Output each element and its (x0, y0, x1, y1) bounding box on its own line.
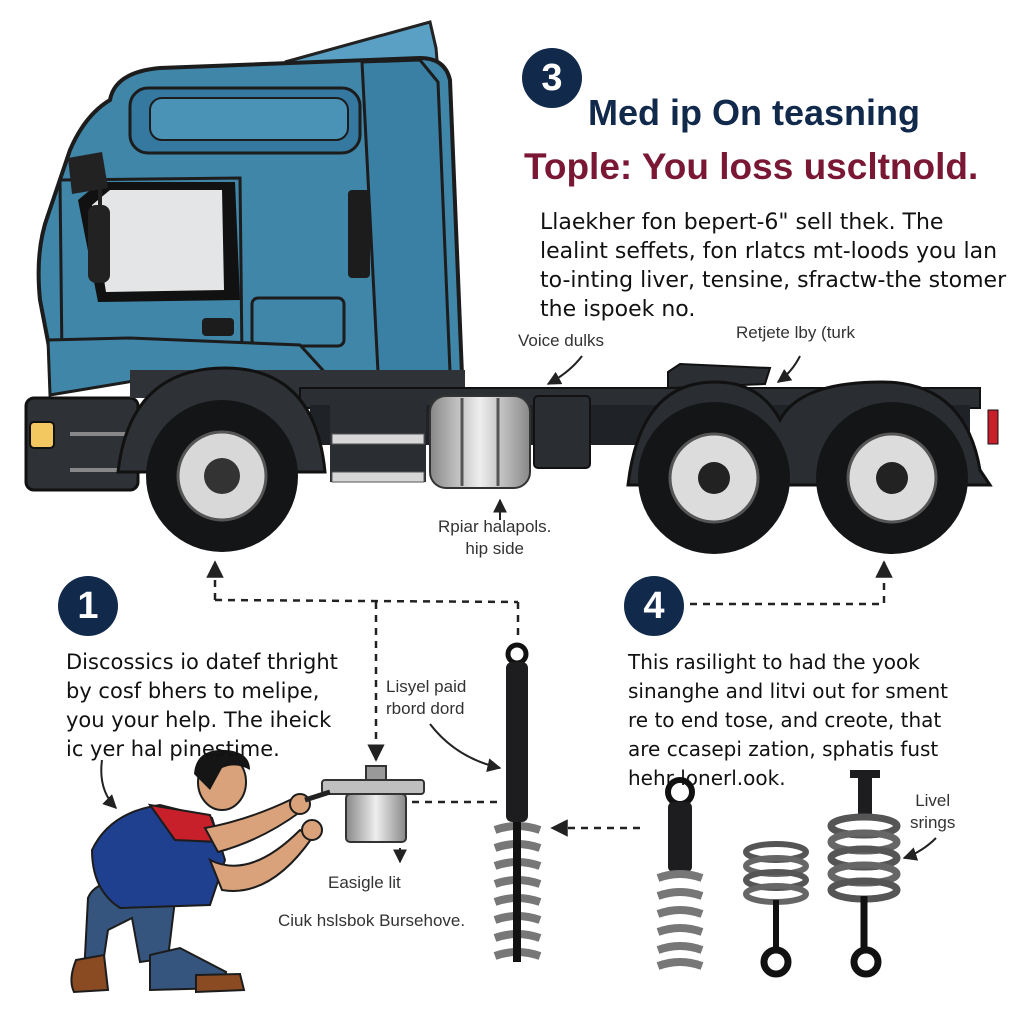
right-line: This rasilight to had the yook (628, 650, 920, 674)
truck (24, 20, 999, 554)
right-line: re to end tose, and creote, that (628, 708, 942, 732)
header-subtitle: Tople: You loss uscltnold. (524, 146, 979, 187)
coil-spring-short (743, 841, 809, 978)
label-livel: Livel srings (910, 790, 955, 834)
mechanic-figure (70, 749, 331, 994)
dashed-connectors (206, 560, 893, 837)
rear-wheel-1 (638, 402, 790, 554)
air-tank (429, 395, 531, 489)
intro-paragraph: Llaekher fon bepert-6" sell thek. The le… (540, 208, 1006, 324)
step-badge-3: 3 (522, 48, 582, 108)
left-line: by cosf bhers to melipe, (66, 679, 320, 703)
label-livel-line: Livel (915, 791, 951, 810)
label-voice: Voice dulks (518, 331, 604, 350)
header-title: Med ip On teasning (588, 92, 921, 133)
pointer-arrows (100, 355, 937, 864)
shock-absorber-eye (656, 777, 704, 970)
label-lisyel-line: Lisyel paid (386, 677, 467, 696)
label-rpiar-line: Rpiar halapols. (438, 517, 552, 536)
label-lisyel-line: rbord dord (386, 699, 465, 718)
leveling-valve (321, 765, 425, 843)
label-ciuk: Ciuk hslsbok Bursehove. (278, 911, 466, 930)
step-badge-1: 1 (58, 576, 118, 636)
battery-box (533, 395, 591, 469)
shock-absorber-tall (493, 642, 542, 962)
intro-line: Llaekher fon bepert-6" sell thek. The (540, 210, 944, 235)
label-rpiar-line: hip side (465, 539, 524, 558)
label-rpiar: Rpiar halapols. hip side (438, 516, 551, 560)
label-easigle: Easigle lit (328, 873, 401, 892)
cab-vent (348, 190, 370, 278)
left-paragraph: Discossics io datef thright by cosf bher… (66, 648, 338, 764)
left-line: you your help. The iheick (66, 708, 332, 732)
right-line: are ccasepi zation, sphatis fust (628, 737, 939, 761)
rear-wheel-2 (816, 402, 968, 554)
front-wheel (146, 400, 298, 552)
left-line: ic yer hal pinestime. (66, 737, 280, 761)
intro-line: the ispoek no. (540, 297, 696, 322)
left-line: Discossics io datef thright (66, 650, 338, 674)
label-livel-line: srings (910, 813, 956, 832)
label-retjete: Retjete lby (turk (736, 323, 856, 342)
connector-badge4 (690, 560, 893, 606)
intro-line: lealint seffets, fon rlatcs mt-loods you… (540, 239, 998, 264)
label-lisyel: Lisyel paid rbord dord (386, 676, 466, 720)
right-paragraph: This rasilight to had the yook sinanghe … (628, 648, 948, 793)
intro-line: to-inting liver, tensine, sfractw-the st… (540, 268, 1007, 293)
fifth-wheel (667, 362, 772, 390)
step-badge-4: 4 (624, 576, 684, 636)
right-line: hehr lonerl.ook. (628, 766, 786, 790)
right-line: sinanghe and litvi out for sment (628, 679, 948, 703)
coil-spring-tall (827, 770, 901, 978)
